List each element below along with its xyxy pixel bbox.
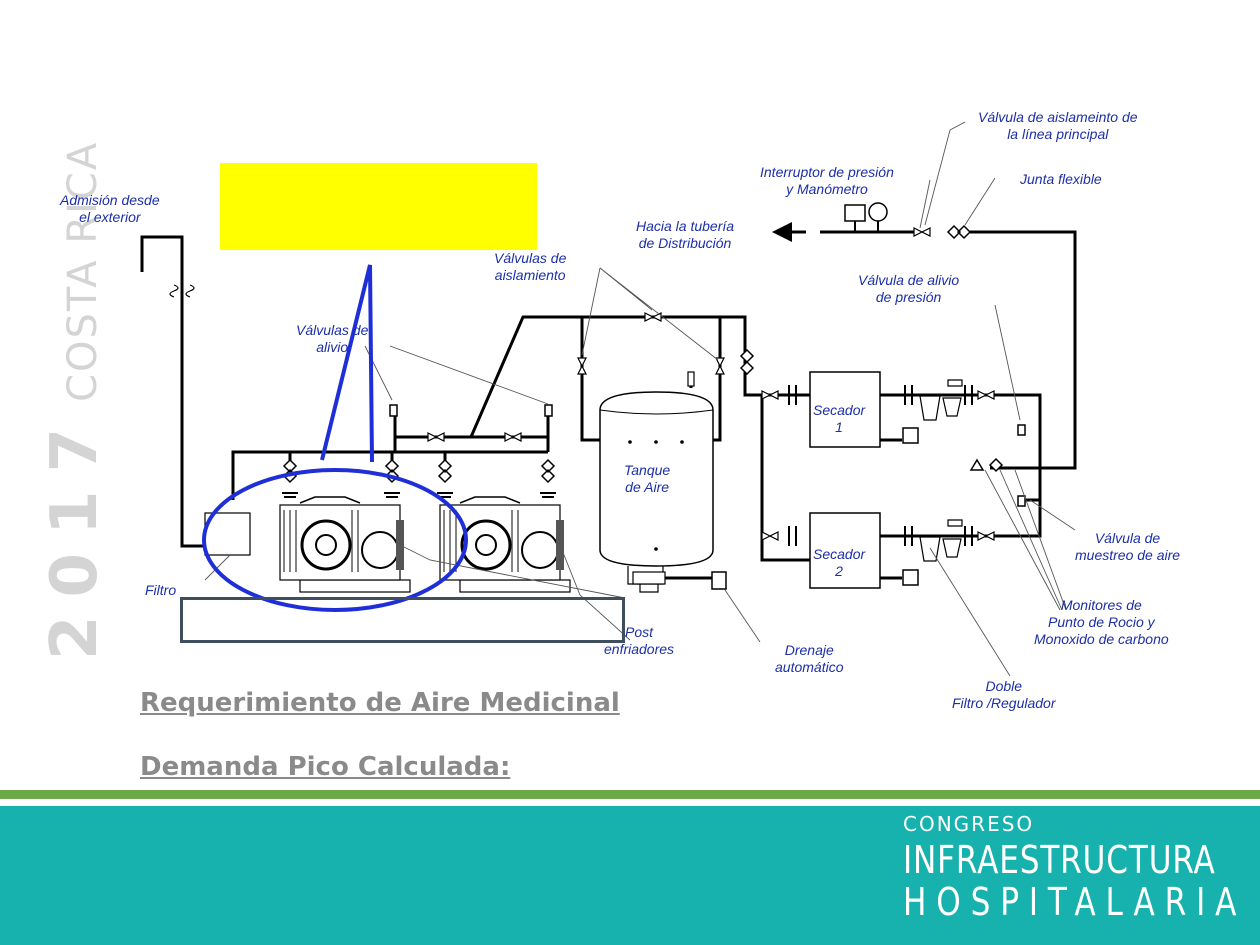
distribution-arrow bbox=[772, 222, 792, 242]
dryer-1 bbox=[809, 371, 881, 448]
callout-pointer bbox=[320, 264, 374, 463]
requerimiento-link[interactable]: Requerimiento de Aire Medicinal bbox=[140, 688, 620, 718]
label-junta-flexible: Junta flexible bbox=[1020, 171, 1102, 187]
dryer1-line bbox=[880, 393, 1042, 502]
brand-hospitalaria: HOSPITALARIA bbox=[903, 880, 1247, 924]
intake-pipe bbox=[140, 235, 205, 548]
brand-infraestructura: INFRAESTRUCTURA bbox=[903, 838, 1216, 882]
brand-congreso: CONGRESO bbox=[903, 812, 1035, 836]
air-tank bbox=[599, 391, 714, 567]
empty-text-box bbox=[180, 597, 625, 643]
highlight-ellipse bbox=[202, 468, 468, 612]
demanda-link[interactable]: Demanda Pico Calculada: bbox=[140, 752, 511, 782]
green-divider bbox=[0, 790, 1260, 799]
dryer-2 bbox=[809, 512, 881, 589]
label-filtro: Filtro bbox=[145, 582, 177, 598]
highlight-rectangle bbox=[220, 163, 537, 250]
dryer2-line bbox=[880, 500, 1042, 538]
compressor-1 bbox=[279, 496, 411, 593]
compressor-manifold bbox=[231, 450, 548, 500]
footer-band bbox=[0, 806, 1260, 945]
distribution-line bbox=[820, 230, 1077, 470]
compressor-2 bbox=[439, 496, 571, 593]
tank-header bbox=[469, 315, 810, 562]
filter-box bbox=[204, 512, 251, 556]
